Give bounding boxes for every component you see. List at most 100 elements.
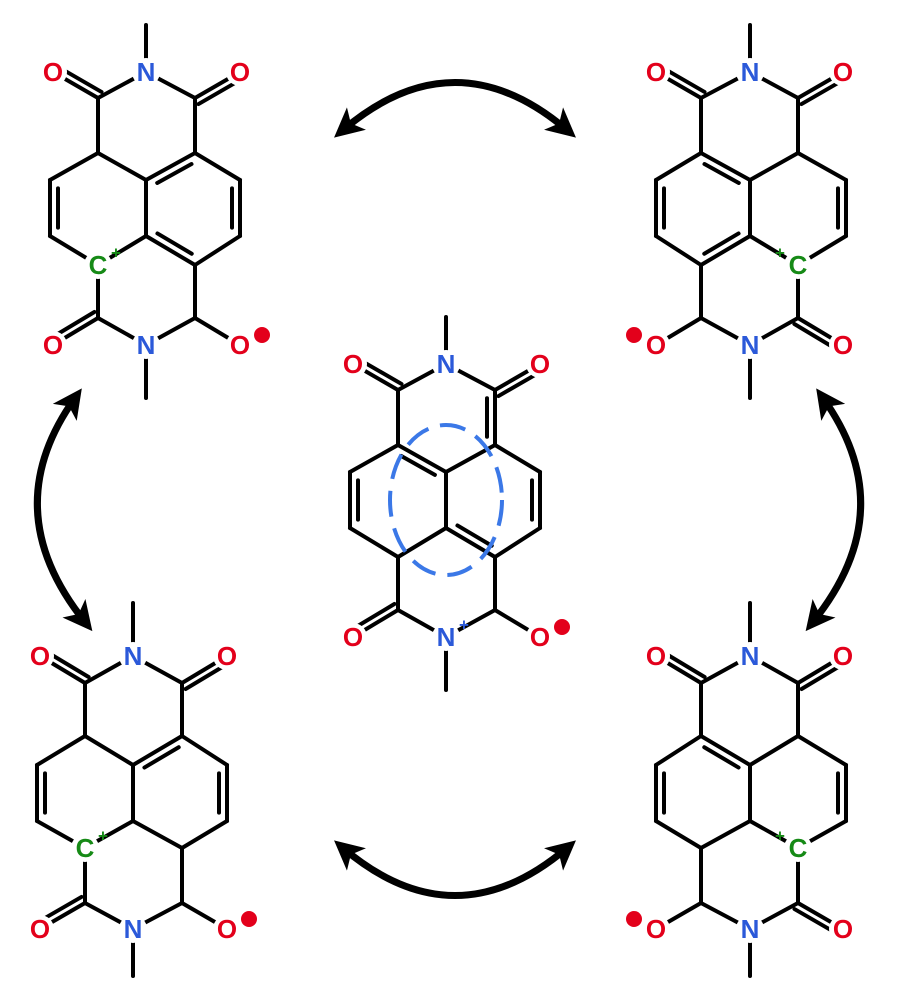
double-bond: [142, 745, 181, 770]
label-mask: [213, 642, 241, 670]
carbocation-charge: +: [775, 244, 785, 263]
bottom-resonance-arrow: [334, 840, 576, 899]
double-bond: [702, 162, 741, 185]
label-mask: [71, 834, 99, 862]
label-mask: [829, 915, 857, 943]
oxygen-atom-label: O: [646, 57, 666, 87]
oxygen-atom-label: O: [833, 914, 853, 944]
bond: [796, 734, 848, 767]
bond: [748, 151, 800, 182]
oxygen-atom-label: O: [530, 349, 550, 379]
label-mask: [39, 331, 67, 359]
label-mask: [736, 642, 764, 670]
bond: [396, 443, 448, 474]
nitrogen-atom-label: N: [124, 641, 143, 671]
carbocation-charge: +: [111, 244, 121, 263]
carbocation-label: C: [89, 250, 108, 280]
bond: [348, 526, 400, 559]
bond: [796, 151, 848, 182]
bond: [180, 819, 229, 850]
radical-dot: [626, 327, 642, 343]
bond: [96, 151, 148, 182]
bond: [35, 734, 87, 767]
oxygen-atom-label: O: [646, 330, 666, 360]
carbocation-charge: +: [98, 827, 108, 846]
label-mask: [432, 350, 460, 378]
bond: [193, 151, 242, 182]
label-mask: [132, 58, 160, 86]
oxygen-atom-label: O: [646, 914, 666, 944]
label-mask: [84, 251, 112, 279]
double-bond: [155, 162, 194, 185]
nitrogen-atom-label: N: [137, 57, 156, 87]
label-mask: [226, 331, 254, 359]
oxygen-atom-label: O: [30, 914, 50, 944]
bond: [493, 443, 542, 474]
label-mask: [119, 642, 147, 670]
bond: [654, 734, 703, 767]
label-mask: [526, 350, 554, 378]
bond: [699, 151, 752, 182]
nitrogen-atom-label: N: [137, 330, 156, 360]
top-resonance-arrow: [334, 79, 576, 138]
label-mask: [226, 58, 254, 86]
oxygen-atom-label: O: [343, 349, 363, 379]
carbocation-label: C: [789, 833, 808, 863]
label-mask: [829, 642, 857, 670]
bond: [48, 151, 100, 182]
bond: [348, 443, 400, 474]
label-mask: [784, 251, 812, 279]
label-mask: [339, 623, 367, 651]
oxygen-atom-label: O: [230, 330, 250, 360]
oxygen-atom-label: O: [833, 57, 853, 87]
label-mask: [39, 58, 67, 86]
oxygen-atom-label: O: [217, 641, 237, 671]
label-mask: [642, 58, 670, 86]
bond: [699, 234, 752, 267]
nitrogen-atom-label: N: [741, 914, 760, 944]
oxygen-atom-label: O: [30, 641, 50, 671]
label-mask: [829, 331, 857, 359]
bond: [144, 151, 197, 182]
bond: [180, 734, 229, 767]
radical-dot: [241, 911, 257, 927]
oxygen-atom-label: O: [217, 914, 237, 944]
bond: [131, 734, 184, 767]
right-resonance-arrow: [805, 388, 865, 632]
double-bond: [702, 745, 741, 770]
bond: [699, 819, 752, 850]
label-mask: [526, 623, 554, 651]
carbocation-charge: +: [775, 827, 785, 846]
nitrogen-atom-label: N: [437, 622, 456, 652]
label-mask: [26, 915, 54, 943]
nitrogen-atom-label: N: [124, 914, 143, 944]
bond: [144, 234, 197, 267]
aromatic-delocalization-circle: [388, 423, 504, 577]
bond: [396, 526, 448, 559]
double-bond: [455, 523, 494, 548]
bond: [193, 234, 242, 267]
label-mask: [642, 642, 670, 670]
nitrogen-atom-label: N: [741, 57, 760, 87]
carbocation-label: C: [789, 250, 808, 280]
double-bond: [399, 454, 437, 477]
label-mask: [736, 331, 764, 359]
label-mask: [132, 331, 160, 359]
resonance-arrows: [33, 79, 865, 899]
bond: [654, 151, 703, 182]
label-mask: [339, 350, 367, 378]
nitrogen-atom-label: N: [437, 349, 456, 379]
label-mask: [784, 834, 812, 862]
label-mask: [829, 58, 857, 86]
label-mask: [642, 331, 670, 359]
